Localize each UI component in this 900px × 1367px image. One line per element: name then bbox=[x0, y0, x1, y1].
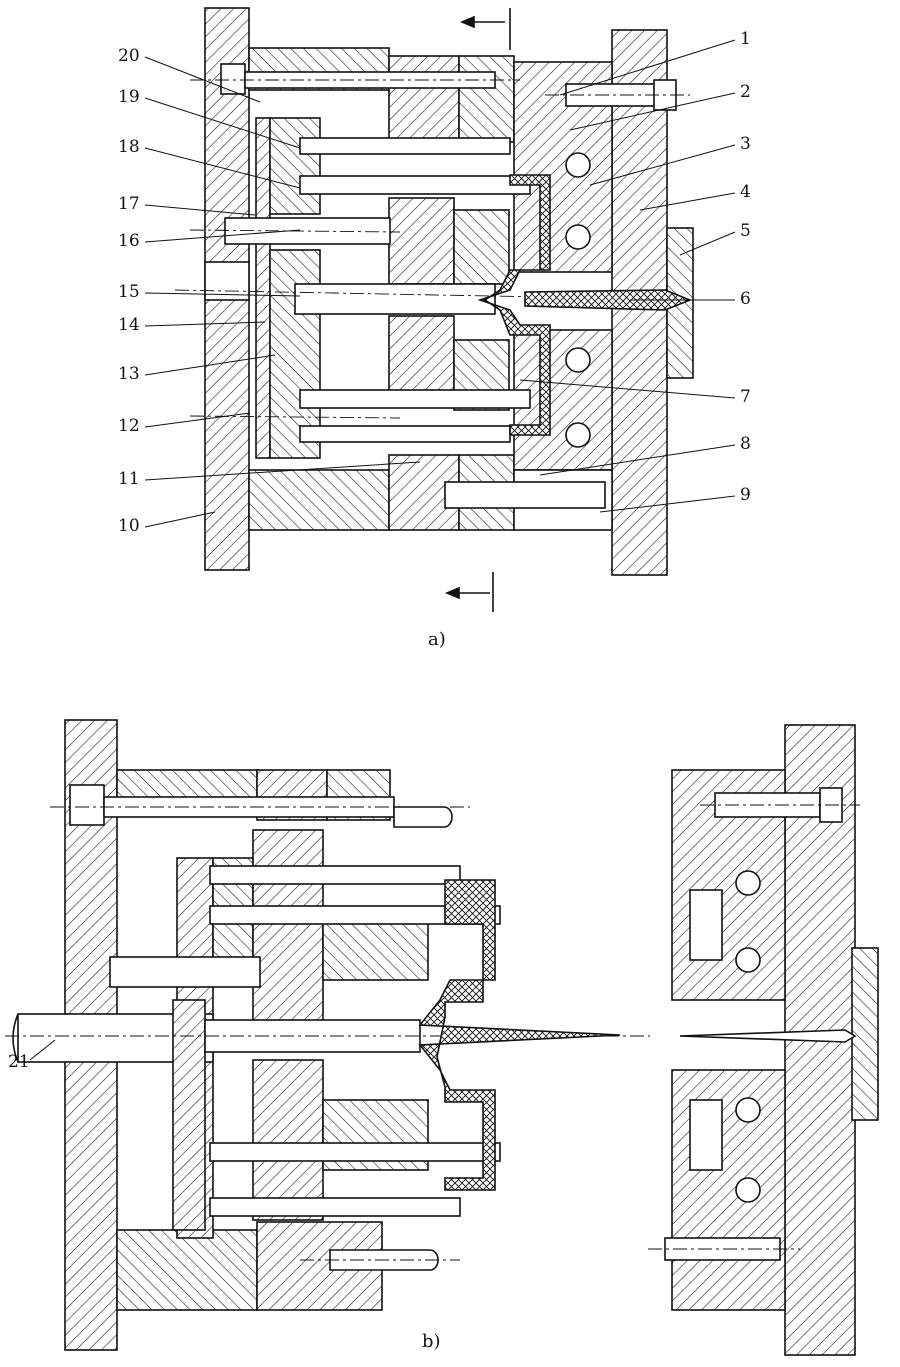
figure-caption-a: a) bbox=[428, 629, 446, 650]
sprue-bushing bbox=[524, 289, 693, 311]
view-b bbox=[5, 719, 879, 1356]
ejector-retainer-plate bbox=[255, 117, 271, 459]
part-label: 8 bbox=[740, 434, 751, 454]
section-arrow-bottom bbox=[444, 572, 494, 612]
part-label: 13 bbox=[118, 364, 140, 384]
guide-pin-8 bbox=[444, 481, 606, 509]
part-label: 17 bbox=[118, 194, 140, 214]
leader-lines bbox=[29, 39, 736, 1061]
part-label: 20 bbox=[118, 46, 140, 66]
part-label: 18 bbox=[118, 137, 140, 157]
return-pin-16 bbox=[224, 217, 391, 245]
part-label: 4 bbox=[740, 182, 751, 202]
part-label: 15 bbox=[118, 282, 140, 302]
part-label: 6 bbox=[740, 289, 751, 309]
part-label: 3 bbox=[740, 134, 751, 154]
view-a bbox=[174, 7, 701, 612]
molded-part bbox=[477, 174, 551, 436]
part-label: 9 bbox=[740, 485, 751, 505]
top-screw bbox=[220, 63, 246, 95]
part-label: 14 bbox=[118, 315, 140, 335]
molded-part-b bbox=[418, 879, 621, 1191]
part-label: 2 bbox=[740, 82, 751, 102]
core-plate bbox=[388, 197, 455, 285]
part-label: 12 bbox=[118, 416, 140, 436]
part-label: 11 bbox=[118, 469, 140, 489]
part-label: 19 bbox=[118, 87, 140, 107]
cooling-channel bbox=[565, 152, 591, 178]
ejector-pin-12 bbox=[299, 425, 511, 443]
cooling-channel bbox=[565, 224, 591, 250]
ejector-plate bbox=[269, 117, 321, 215]
part-label: 7 bbox=[740, 387, 751, 407]
part-label: 1 bbox=[740, 29, 751, 49]
bottom-support-plate bbox=[248, 469, 390, 531]
figure-caption-b: b) bbox=[422, 1331, 441, 1352]
part-label: 16 bbox=[118, 231, 140, 251]
cooling-channel bbox=[565, 422, 591, 448]
sprue-puller-15 bbox=[294, 283, 496, 315]
part-label: 21 bbox=[8, 1052, 30, 1072]
part-label: 10 bbox=[118, 516, 140, 536]
part-label: 5 bbox=[740, 221, 751, 241]
part-labels: 1 2 3 4 5 6 7 8 9 10 11 12 13 14 15 16 1… bbox=[8, 29, 751, 1072]
ejector-pin-19 bbox=[299, 137, 511, 155]
ejector-pin-7 bbox=[299, 389, 531, 409]
section-arrow-top bbox=[459, 8, 511, 50]
ejector-pin-18 bbox=[299, 175, 531, 195]
cooling-channel bbox=[565, 347, 591, 373]
